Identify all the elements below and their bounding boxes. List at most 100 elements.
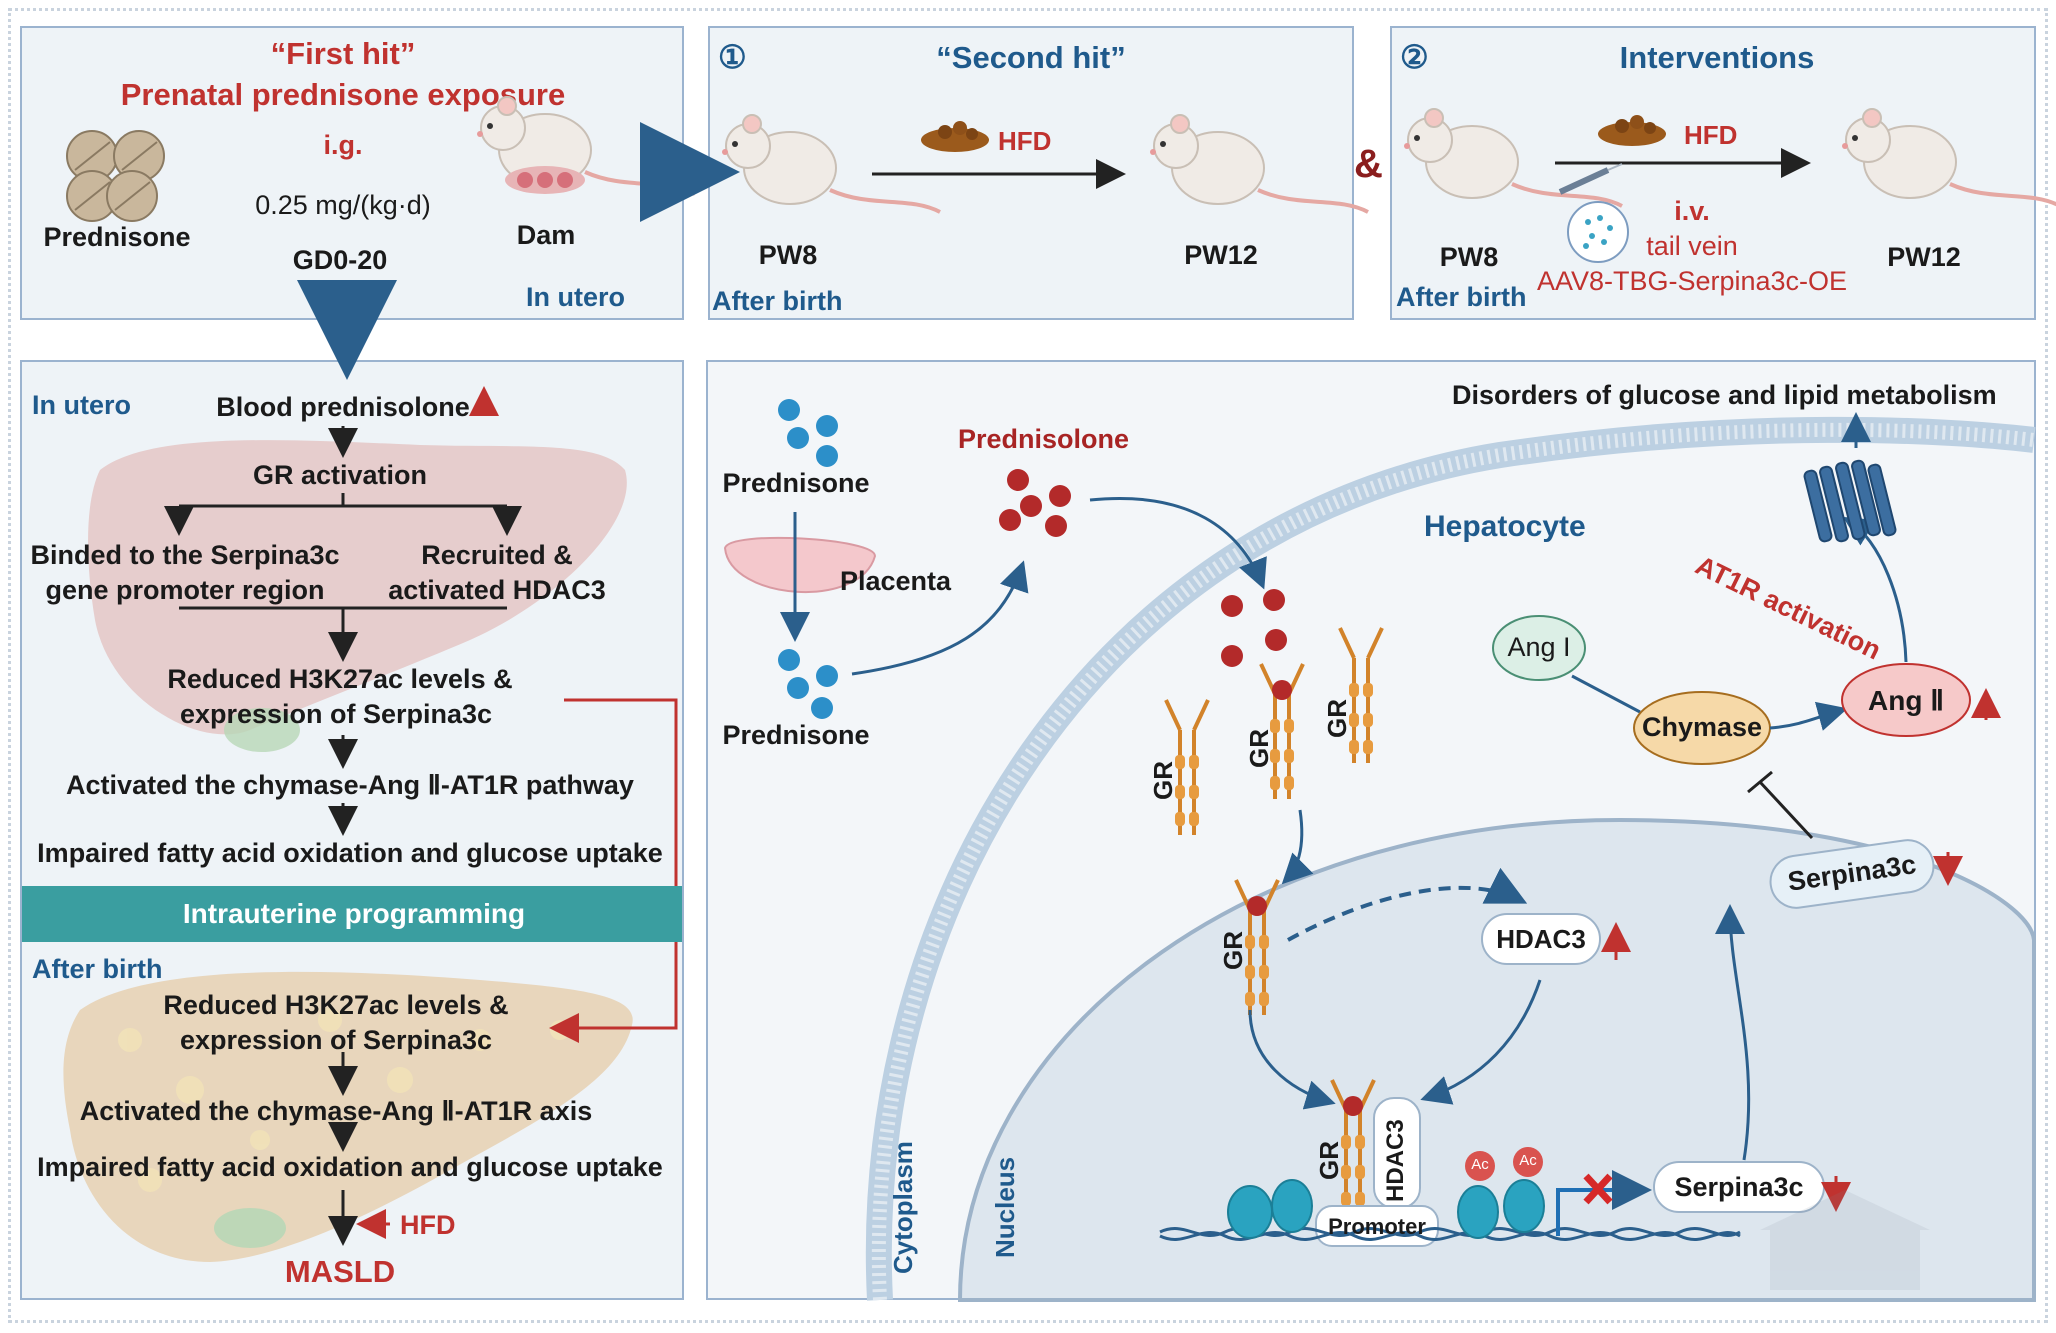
mech-ac-label-2: Ac <box>1519 1152 1537 1169</box>
dam-mouse-icon <box>475 95 697 196</box>
outer-border <box>8 8 2048 1323</box>
mech-chymase-label: Chymase <box>1641 712 1763 742</box>
flow-step-impaired: Impaired fatty acid oxidation and glucos… <box>37 838 663 868</box>
prednisone-molecules-bottom <box>778 649 838 719</box>
blocked-x-icon <box>1583 1173 1613 1205</box>
pw12-mouse-icon <box>1148 113 1370 214</box>
acetyl-mark-2 <box>1513 1147 1543 1177</box>
intrauterine-banner-label: Intrauterine programming <box>182 898 526 929</box>
in-utero-label: In utero <box>526 282 625 312</box>
flow-hfd-label: HFD <box>400 1210 456 1240</box>
interventions-end: PW12 <box>1887 242 1961 272</box>
mech-gr-label-4: GR <box>1218 931 1248 970</box>
interventions-route: i.v. <box>1674 196 1710 226</box>
gr-receptor-promoter <box>1330 1078 1376 1217</box>
mech-gr-label-2: GR <box>1244 729 1274 768</box>
gr-receptor-free-2 <box>1338 626 1384 765</box>
drug-label: Prednisone <box>43 222 191 252</box>
mech-ac-label-1: Ac <box>1471 1156 1489 1173</box>
at1r-receptor-icon <box>1803 459 1897 543</box>
mech-disorders-label: Disorders of glucose and lipid metabolis… <box>1452 380 1997 410</box>
connector-ampersand: & <box>1354 142 1383 186</box>
programming-red-arrow <box>549 698 678 1043</box>
cytoplasm-prednisolone <box>1221 589 1287 667</box>
first-hit-title: “First hit” <box>270 36 416 71</box>
mech-serpina3c-gene-label: Serpina3c <box>1674 1172 1804 1202</box>
mech-ang1-label: Ang I <box>1507 632 1571 662</box>
intervention-hfd-pellets-icon <box>1598 115 1666 146</box>
second-hit-number: ① <box>718 39 747 75</box>
flow-post-h3k27ac-2: expression of Serpina3c <box>179 1025 493 1055</box>
flow-step-gr-activation: GR activation <box>252 460 428 490</box>
mech-hepatocyte-label: Hepatocyte <box>1424 510 1586 543</box>
mech-ang2-label: Ang Ⅱ <box>1868 685 1944 716</box>
flow-in-utero: In utero <box>32 390 131 420</box>
second-hit-location: After birth <box>712 286 843 316</box>
mech-placenta-label: Placenta <box>840 566 952 596</box>
mech-prednisone-top: Prednisone <box>722 468 870 498</box>
mech-promoter-label: Promoter <box>1328 1214 1426 1239</box>
flow-post-h3k27ac-1: Reduced H3K27ac levels & <box>163 990 509 1020</box>
second-hit-diet: HFD <box>998 126 1052 156</box>
interventions-title: Interventions <box>1619 40 1815 75</box>
mech-gr-label-1: GR <box>1148 761 1178 800</box>
mech-hdac3-label: HDAC3 <box>1496 924 1586 954</box>
flow-step-h3k27ac-2: expression of Serpina3c <box>179 699 493 729</box>
fatty-liver-image <box>63 971 633 1262</box>
first-hit-subtitle: Prenatal prednisone exposure <box>120 77 566 112</box>
intervention-pw8-mouse-icon <box>1402 107 1624 208</box>
second-hit-end: PW12 <box>1184 240 1258 270</box>
gr-receptor-bound <box>1259 662 1305 801</box>
flow-post-axis: Activated the chymase-Ang Ⅱ-AT1R axis <box>79 1096 593 1126</box>
mech-prednisone-bottom: Prednisone <box>722 720 870 750</box>
second-hit-title: “Second hit” <box>936 40 1126 75</box>
ang1-node <box>1492 615 1586 681</box>
flow-branch-left-1: Binded to the Serpina3c <box>30 540 340 570</box>
prednisolone-molecules <box>999 469 1071 537</box>
inhibition-line <box>1758 780 1814 840</box>
interventions-vector: AAV8-TBG-Serpina3c-OE <box>1536 266 1848 296</box>
mech-gr-label-5: GR <box>1314 1141 1344 1180</box>
flow-branch-left-2: gene promoter region <box>45 575 325 605</box>
placenta-icon <box>723 536 877 593</box>
flow-branch-right-1: Recruited & <box>421 540 573 570</box>
intervention-pw12-mouse-icon <box>1840 107 2056 208</box>
dam-label: Dam <box>516 220 576 250</box>
prednisone-pills-icon <box>66 130 165 222</box>
hdac3-box <box>1481 913 1601 965</box>
nucleosomes <box>1227 1179 1545 1239</box>
period-label: GD0-20 <box>292 245 388 275</box>
flow-outcome-masld: MASLD <box>284 1254 396 1289</box>
syringe-icon <box>1558 163 1623 195</box>
flow-after-birth: After birth <box>32 954 163 984</box>
hfd-pellets-icon <box>921 121 989 152</box>
flow-post-impaired: Impaired fatty acid oxidation and glucos… <box>37 1152 663 1182</box>
gr-receptor-nuclear <box>1234 878 1280 1017</box>
interventions-start: PW8 <box>1439 242 1499 272</box>
interventions-location: After birth <box>1396 282 1527 312</box>
mech-nucleus-label: Nucleus <box>990 1156 1020 1258</box>
intrauterine-banner <box>22 886 682 942</box>
interventions-number: ② <box>1400 39 1429 75</box>
second-hit-start: PW8 <box>758 240 818 270</box>
flow-step-blood-prednisolone: Blood prednisolone <box>216 392 470 422</box>
flow-step-pathway: Activated the chymase-Ang Ⅱ-AT1R pathway <box>66 770 634 800</box>
ang2-node <box>1841 663 1971 737</box>
flow-branch-right-2: activated HDAC3 <box>388 575 606 605</box>
dose-label: 0.25 mg/(kg·d) <box>255 190 431 220</box>
interventions-diet: HFD <box>1684 120 1738 150</box>
mech-cytoplasm-label: Cytoplasm <box>888 1141 918 1274</box>
mech-prednisolone-label: Prednisolone <box>958 424 1130 454</box>
acetyl-mark-1 <box>1465 1151 1495 1181</box>
route-label: i.g. <box>323 130 363 160</box>
interventions-site: tail vein <box>1646 231 1738 261</box>
pw8-mouse-icon <box>720 113 942 214</box>
flow-step-h3k27ac-1: Reduced H3K27ac levels & <box>167 664 513 694</box>
aav-virus-icon <box>1567 201 1629 263</box>
watermark-image <box>1760 1190 1930 1290</box>
mech-hdac3-complex-label: HDAC3 <box>1382 1119 1409 1202</box>
prednisone-molecules-top <box>778 399 838 467</box>
mech-gr-label-3: GR <box>1322 699 1352 738</box>
